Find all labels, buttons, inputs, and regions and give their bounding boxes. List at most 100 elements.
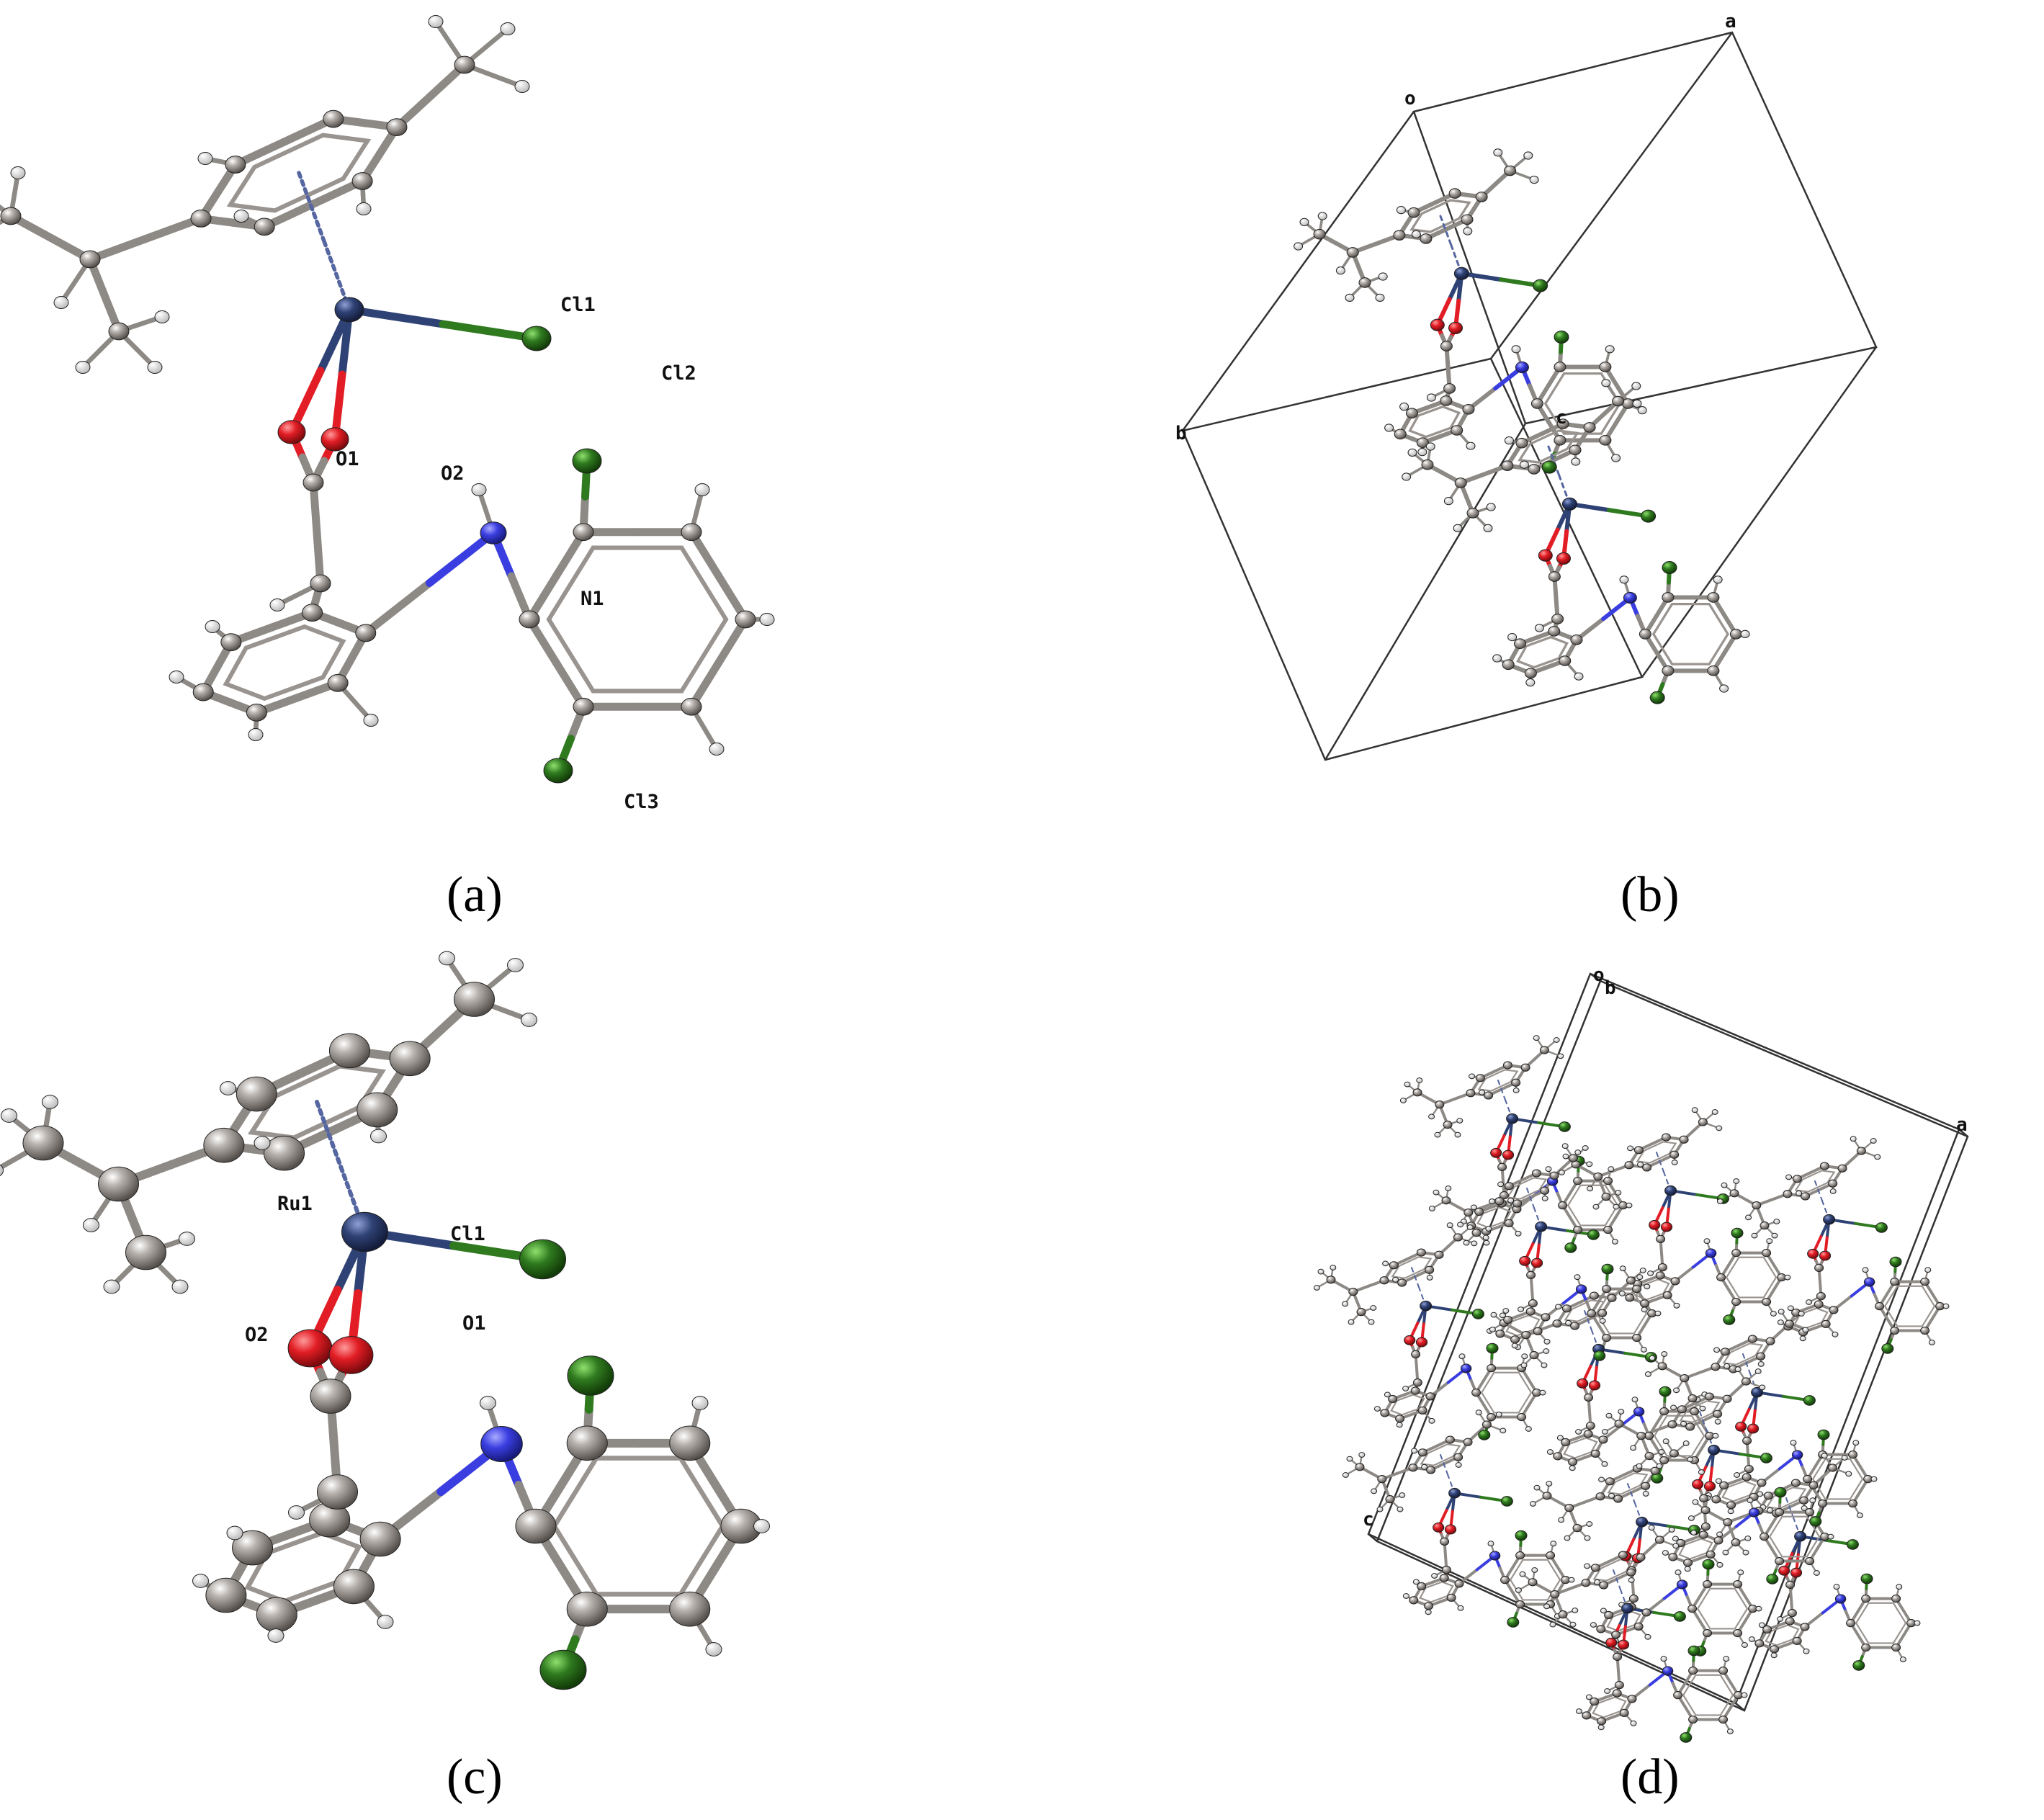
hydrogen-atom: [1590, 1622, 1597, 1628]
carbon-atom: [1861, 1643, 1871, 1652]
hydrogen-atom: [1833, 1584, 1840, 1590]
carbon-atom: [1659, 1407, 1669, 1416]
hydrogen-atom: [1330, 1265, 1337, 1270]
hydrogen-atom: [1741, 1642, 1748, 1648]
atom-label-o1: O1: [336, 448, 359, 470]
hydrogen-atom: [1741, 1692, 1748, 1698]
hydrogen-atom: [694, 483, 710, 496]
hydrogen-atom: [1715, 1478, 1722, 1484]
carbon-atom: [1494, 1197, 1505, 1206]
carbon-atom: [1690, 1407, 1700, 1416]
hydrogen-atom: [1392, 1276, 1399, 1283]
carbon-atom: [1711, 1363, 1721, 1371]
hydrogen-atom: [1802, 1327, 1809, 1333]
carbon-atom: [1434, 1250, 1444, 1259]
carbon-atom: [1760, 1221, 1770, 1230]
hydrogen-atom: [1533, 1484, 1541, 1491]
hydrogen-atom: [1599, 1318, 1606, 1324]
carbon-atom: [1829, 1306, 1839, 1314]
hydrogen-atom: [1649, 1355, 1656, 1361]
chlorine-atom: [1817, 1429, 1830, 1440]
carbon-atom: [1731, 1249, 1742, 1258]
bond: [362, 578, 434, 637]
hydrogen-atom: [1757, 1491, 1764, 1497]
hydrogen-atom: [75, 361, 91, 374]
hydrogen-atom: [1384, 423, 1394, 432]
aromatic-ring: [1725, 1256, 1778, 1299]
carbon-atom: [1582, 1711, 1592, 1720]
carbon-atom: [1453, 1453, 1463, 1461]
carbon-atom: [302, 473, 324, 492]
chlorine-atom: [1852, 1660, 1865, 1671]
hydrogen-atom: [1796, 1190, 1803, 1196]
carbon-atom: [1564, 1504, 1574, 1512]
carbon-atom: [1412, 1379, 1422, 1387]
carbon-atom: [1502, 1061, 1512, 1070]
hydrogen-atom: [1713, 575, 1723, 584]
carbon-atom: [1718, 1667, 1729, 1675]
carbon-atom: [1787, 1609, 1797, 1618]
hydrogen-atom: [1463, 227, 1473, 236]
hydrogen-atom: [1502, 1308, 1510, 1314]
hydrogen-atom: [1809, 1497, 1816, 1504]
chlorine-atom: [1541, 460, 1557, 474]
aromatic-ring: [1722, 1342, 1764, 1366]
carbon-atom: [1628, 1595, 1639, 1603]
carbon-atom: [1475, 192, 1488, 202]
hydrogen-atom: [1543, 1603, 1551, 1610]
carbon-atom: [1451, 425, 1463, 436]
carbon-atom: [1549, 1171, 1559, 1180]
carbon-atom: [0, 207, 22, 225]
hydrogen-atom: [1597, 1724, 1605, 1731]
hydrogen-atom: [1713, 1347, 1721, 1353]
hydrogen-atom: [1611, 1239, 1618, 1245]
carbon-atom: [1385, 1495, 1395, 1504]
carbon-atom: [359, 1521, 401, 1557]
oxygen-atom: [1448, 321, 1463, 334]
carbon-atom: [1530, 398, 1543, 409]
carbon-atom: [1775, 1508, 1785, 1517]
aromatic-ring: [551, 1456, 726, 1597]
carbon-atom: [1613, 1652, 1623, 1661]
hydrogen-atom: [1637, 1161, 1644, 1167]
hydrogen-atom: [1568, 1577, 1575, 1583]
hydrogen-atom: [1801, 1505, 1808, 1511]
hydrogen-atom: [1399, 1098, 1407, 1103]
hydrogen-atom: [1402, 1593, 1409, 1599]
hydrogen-atom: [1375, 293, 1385, 302]
chlorine-atom: [543, 758, 573, 784]
oxygen-atom: [1519, 1255, 1531, 1266]
carbon-atom: [190, 209, 212, 228]
hydrogen-atom: [1832, 1331, 1839, 1337]
carbon-atom: [1515, 1551, 1525, 1560]
carbon-atom: [1548, 571, 1561, 582]
hydrogen-atom: [1777, 1319, 1784, 1325]
carbon-atom: [1814, 1300, 1824, 1309]
nitrogen-atom: [1623, 591, 1637, 604]
hydrogen-atom: [1668, 1527, 1675, 1533]
carbon-atom: [1388, 1394, 1398, 1404]
hydrogen-atom: [1421, 1463, 1428, 1470]
chlorine-atom: [1649, 691, 1665, 704]
hydrogen-atom: [1737, 1569, 1744, 1576]
carbon-atom: [1733, 1580, 1743, 1589]
aromatic-ring: [1408, 405, 1461, 439]
hydrogen-atom: [759, 613, 775, 626]
axis-label-b: b: [1175, 423, 1187, 444]
hydrogen-atom: [1662, 1550, 1669, 1556]
carbon-atom: [1890, 1326, 1900, 1335]
carbon-atom: [1683, 1559, 1693, 1567]
carbon-atom: [1395, 1415, 1405, 1423]
ruthenium-atom: [334, 297, 364, 323]
aromatic-ring: [1855, 1602, 1907, 1644]
carbon-atom: [1656, 1234, 1666, 1244]
carbon-atom: [1446, 1593, 1456, 1602]
carbon-atom: [1524, 668, 1537, 679]
atom-label-n1: N1: [581, 588, 604, 610]
hydrogen-atom: [1348, 1319, 1355, 1325]
hydrogen-atom: [1562, 1153, 1569, 1160]
aromatic-ring: [1566, 1184, 1619, 1227]
carbon-atom: [1528, 1299, 1538, 1308]
hydrogen-atom: [1342, 1472, 1349, 1478]
carbon-atom: [1744, 1465, 1754, 1474]
